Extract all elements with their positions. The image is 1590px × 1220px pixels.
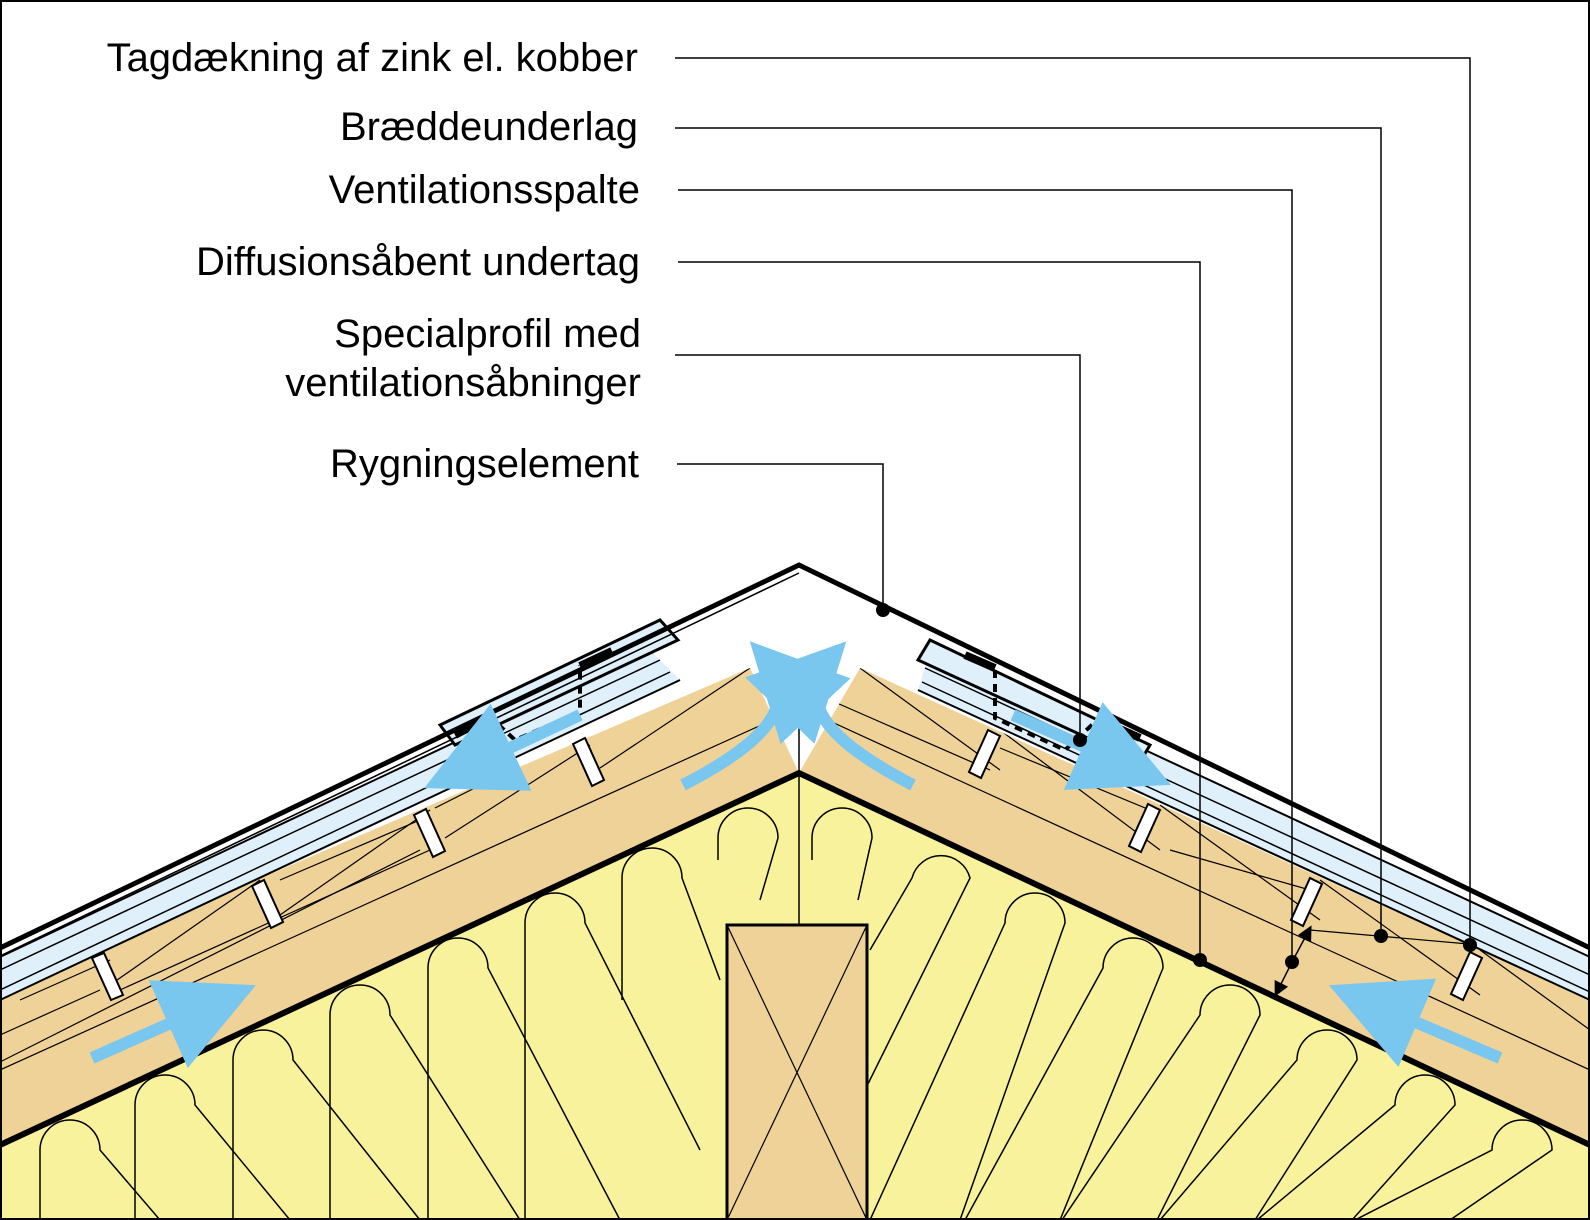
ridge-element	[2, 562, 1588, 956]
leader-lines	[675, 57, 1471, 962]
airflow-arrows	[89, 641, 1503, 1068]
ridge-beam	[725, 923, 869, 1218]
label-profile-line2: ventilationsåbninger	[285, 361, 641, 405]
label-boarding: Bræddeunderlag	[340, 105, 638, 149]
label-underlay: Diffusionsåbent undertag	[196, 240, 640, 284]
label-ridge-element: Rygningselement	[330, 442, 639, 486]
gap-dimension	[1274, 925, 1312, 997]
label-roofing: Tagdækning af zink el. kobber	[107, 36, 638, 80]
label-ventilation-gap: Ventilationsspalte	[329, 168, 640, 212]
leader-dots	[876, 603, 1477, 969]
label-profile-line1: Specialprofil med	[334, 312, 641, 356]
labels: Tagdækning af zink el. kobber Bræddeunde…	[107, 36, 641, 486]
